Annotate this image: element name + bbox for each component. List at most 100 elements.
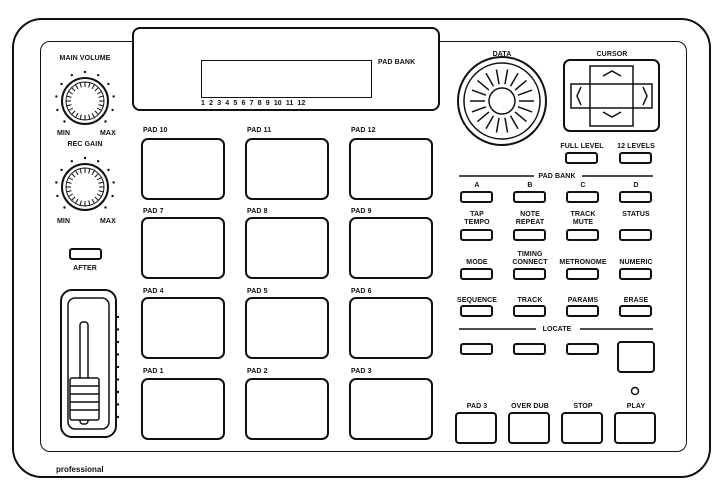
locate-mid-button[interactable] (513, 343, 546, 355)
lcd-screen (201, 60, 372, 98)
after-label: AFTER (73, 265, 97, 272)
pad-1[interactable] (141, 378, 225, 440)
fader-dot (116, 365, 120, 369)
display-number: 5 (233, 100, 238, 107)
scale-dot (63, 120, 66, 123)
scale-dot (83, 70, 87, 74)
scale-dot (111, 194, 114, 198)
tap-tempo-button[interactable] (460, 229, 493, 241)
rec-gain-scale-dots (55, 156, 115, 209)
pad-7[interactable] (141, 217, 225, 279)
pad-2[interactable] (245, 378, 329, 440)
sequence-label: SEQUENCE (456, 297, 498, 304)
locate-back-button[interactable] (460, 343, 493, 355)
pad-9[interactable] (349, 217, 433, 279)
scale-dot (60, 168, 63, 172)
locate-forward-button[interactable] (566, 343, 599, 355)
data-wheel[interactable] (457, 56, 547, 146)
pad-12[interactable] (349, 138, 433, 200)
pad-bank-title: PAD BANK (535, 173, 579, 180)
scale-dot (56, 108, 59, 112)
bank-c-label: C (580, 182, 586, 189)
pad-11[interactable] (245, 138, 329, 200)
bank-d-button[interactable] (619, 191, 652, 203)
pad-label: PAD 9 (351, 208, 372, 215)
pad-5[interactable] (245, 297, 329, 359)
numeric-button[interactable] (619, 268, 652, 280)
12-levels-button[interactable] (619, 152, 652, 164)
pad-6[interactable] (349, 297, 433, 359)
over-dub-button[interactable] (508, 412, 550, 444)
metronome-label: METRONOME (559, 259, 607, 266)
fader-dot (116, 390, 120, 394)
main-volume-label: MAIN VOLUME (59, 55, 111, 62)
scale-dot (55, 95, 58, 98)
main-volume-max-label: MAX (100, 130, 116, 137)
main-volume-knob[interactable] (61, 77, 109, 125)
data-label: DATA (492, 51, 512, 58)
play-label: PLAY (626, 403, 646, 410)
fader-dot (116, 415, 120, 419)
pad-label: PAD 11 (247, 127, 272, 134)
bank-a-button[interactable] (460, 191, 493, 203)
bank-b-label: B (527, 182, 533, 189)
track-button[interactable] (513, 305, 546, 317)
erase-button[interactable] (619, 305, 652, 317)
bank-c-button[interactable] (566, 191, 599, 203)
params-label: PARAMS (567, 297, 599, 304)
fader-dot (116, 315, 120, 319)
pad-label: PAD 5 (247, 288, 268, 295)
pad-4[interactable] (141, 297, 225, 359)
sequence-button[interactable] (460, 305, 493, 317)
pad-3[interactable] (349, 378, 433, 440)
display-number: 1 (201, 100, 205, 107)
pad-8[interactable] (245, 217, 329, 279)
fader[interactable] (60, 289, 117, 438)
scale-dot (83, 156, 87, 160)
bank-b-button[interactable] (513, 191, 546, 203)
fader-dot (116, 353, 120, 356)
play-button[interactable] (614, 412, 656, 444)
mode-button[interactable] (460, 268, 493, 280)
track-mute-button[interactable] (566, 229, 599, 241)
display-number: 8 (257, 100, 262, 107)
status-label: STATUS (622, 211, 650, 218)
scale-dot (60, 82, 63, 86)
transport-pad3-button[interactable] (455, 412, 497, 444)
scale-dot (63, 206, 66, 209)
numeric-label: NUMERIC (619, 259, 653, 266)
pad-label: PAD 12 (351, 127, 376, 134)
params-button[interactable] (566, 305, 599, 317)
full-level-button[interactable] (565, 152, 598, 164)
rec-gain-label: REC GAIN (67, 141, 103, 148)
scale-dot (70, 73, 74, 77)
pad-10[interactable] (141, 138, 225, 200)
after-button[interactable] (69, 248, 102, 260)
full-level-label: FULL LEVEL (560, 143, 604, 150)
display-pad-bank-label: PAD BANK (378, 59, 416, 66)
rec-gain-min-label: MIN (57, 218, 71, 225)
fader-scale-dots (116, 315, 120, 419)
pad-label: PAD 10 (143, 127, 168, 134)
display-number: 2 (209, 100, 213, 107)
display-number: 10 (273, 100, 282, 107)
locate-big-button[interactable] (617, 341, 655, 373)
cursor-pad[interactable] (563, 59, 660, 132)
pad-label: PAD 3 (351, 368, 372, 375)
timing-connect-button[interactable] (513, 268, 546, 280)
scale-dot (112, 95, 115, 98)
scale-dot (70, 159, 74, 163)
pad-label: PAD 7 (143, 208, 164, 215)
pad-label: PAD 8 (247, 208, 268, 215)
note-repeat-button[interactable] (513, 229, 546, 241)
fader-dot (116, 378, 120, 381)
scale-dot (111, 108, 114, 112)
rec-gain-knob[interactable] (61, 163, 109, 211)
metronome-button[interactable] (566, 268, 599, 280)
stop-button[interactable] (561, 412, 603, 444)
scale-dot (112, 181, 115, 184)
status-button[interactable] (619, 229, 652, 241)
